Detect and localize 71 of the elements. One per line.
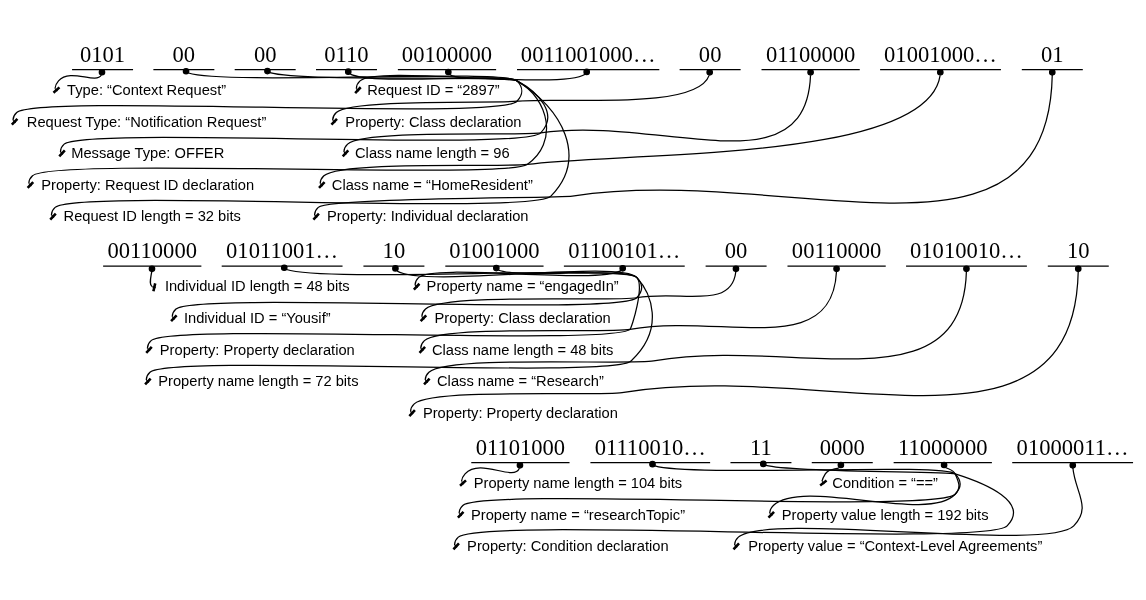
node-text: Property value length = 192 bits	[781, 506, 989, 523]
node-text: 01110010…	[594, 434, 706, 460]
connector	[318, 69, 944, 189]
node-text: 01101000	[475, 434, 566, 460]
node-text: 0101	[79, 41, 126, 67]
connector	[819, 461, 845, 487]
node-text: Request Type: “Notification Request”	[26, 113, 267, 130]
node-text: Individual ID length = 48 bits	[164, 278, 350, 295]
connector	[10, 67, 523, 126]
node-text: Property: Individual declaration	[327, 208, 529, 225]
connector	[52, 68, 106, 94]
connector	[330, 68, 713, 126]
node-text: Property: Class declaration	[345, 113, 522, 130]
node-text: Class name = “Research”	[437, 373, 604, 390]
connector	[457, 460, 961, 519]
node-text: 0011001000…	[520, 41, 656, 67]
node-text: Class name = “HomeResident”	[331, 176, 533, 193]
node-text: 11	[750, 434, 772, 460]
node-text: 00	[698, 41, 722, 67]
node-text: 0110	[324, 41, 369, 67]
node-text: 01010010…	[910, 238, 1023, 264]
connector	[144, 264, 653, 386]
connector	[452, 460, 1014, 551]
node-text: 01001000	[449, 238, 540, 264]
node-text: 10	[1066, 238, 1090, 264]
connector	[732, 462, 1083, 551]
connector	[419, 265, 740, 323]
node-text: Class name length = 96	[355, 145, 510, 162]
node-text: 01100101…	[568, 238, 681, 264]
connector	[145, 265, 640, 354]
connector	[341, 69, 814, 158]
node-text: Property name length = 72 bits	[158, 373, 359, 390]
connector	[26, 68, 548, 189]
node-text: Property value = “Context-Level Agreements”	[748, 538, 1043, 555]
node-text: Property: Request ID declaration	[41, 176, 255, 193]
node-text: 10	[382, 238, 406, 264]
connector	[170, 264, 643, 323]
node-text: 00110000	[107, 238, 197, 264]
node-text: Property name length = 104 bits	[473, 474, 683, 491]
node-text: 01100000	[765, 41, 856, 67]
node-text: 01	[1041, 41, 1064, 67]
connector	[767, 461, 960, 519]
connector	[312, 69, 1056, 221]
node-text: 01000011…	[1016, 434, 1129, 460]
node-text: Property: Class declaration	[434, 310, 611, 327]
connector	[418, 265, 840, 354]
node-text: 00	[724, 238, 748, 264]
node-text: Property: Property declaration	[422, 404, 618, 421]
node-text: Property name = “engagedIn”	[426, 278, 619, 295]
node-text: 00100000	[401, 41, 493, 67]
node-text: Message Type: OFFER	[71, 145, 225, 162]
node-text: 11000000	[898, 434, 988, 460]
node-text: Property: Property declaration	[159, 341, 355, 358]
node-text: Class name length = 48 bits	[431, 341, 614, 358]
connector	[423, 265, 970, 386]
connector	[58, 67, 549, 158]
node-text: Request ID = “2897”	[367, 81, 500, 98]
node-text: Property name = “researchTopic”	[470, 506, 686, 523]
node-text: Property: Condition declaration	[467, 538, 669, 555]
node-text: 01011001…	[226, 238, 339, 264]
node-text: 01001000…	[884, 41, 997, 67]
node-text: Condition = “==”	[832, 474, 938, 491]
node-text: Individual ID = “Yousif”	[183, 310, 331, 327]
node-text: Request ID length = 32 bits	[63, 208, 241, 225]
node-text: 0000	[819, 434, 865, 460]
node-text: 00110000	[791, 238, 882, 264]
node-text: 00	[172, 41, 196, 67]
connector	[354, 68, 590, 94]
connector	[49, 68, 570, 221]
node-text: 00	[253, 41, 277, 67]
node-text: Type: “Context Request”	[67, 81, 227, 98]
